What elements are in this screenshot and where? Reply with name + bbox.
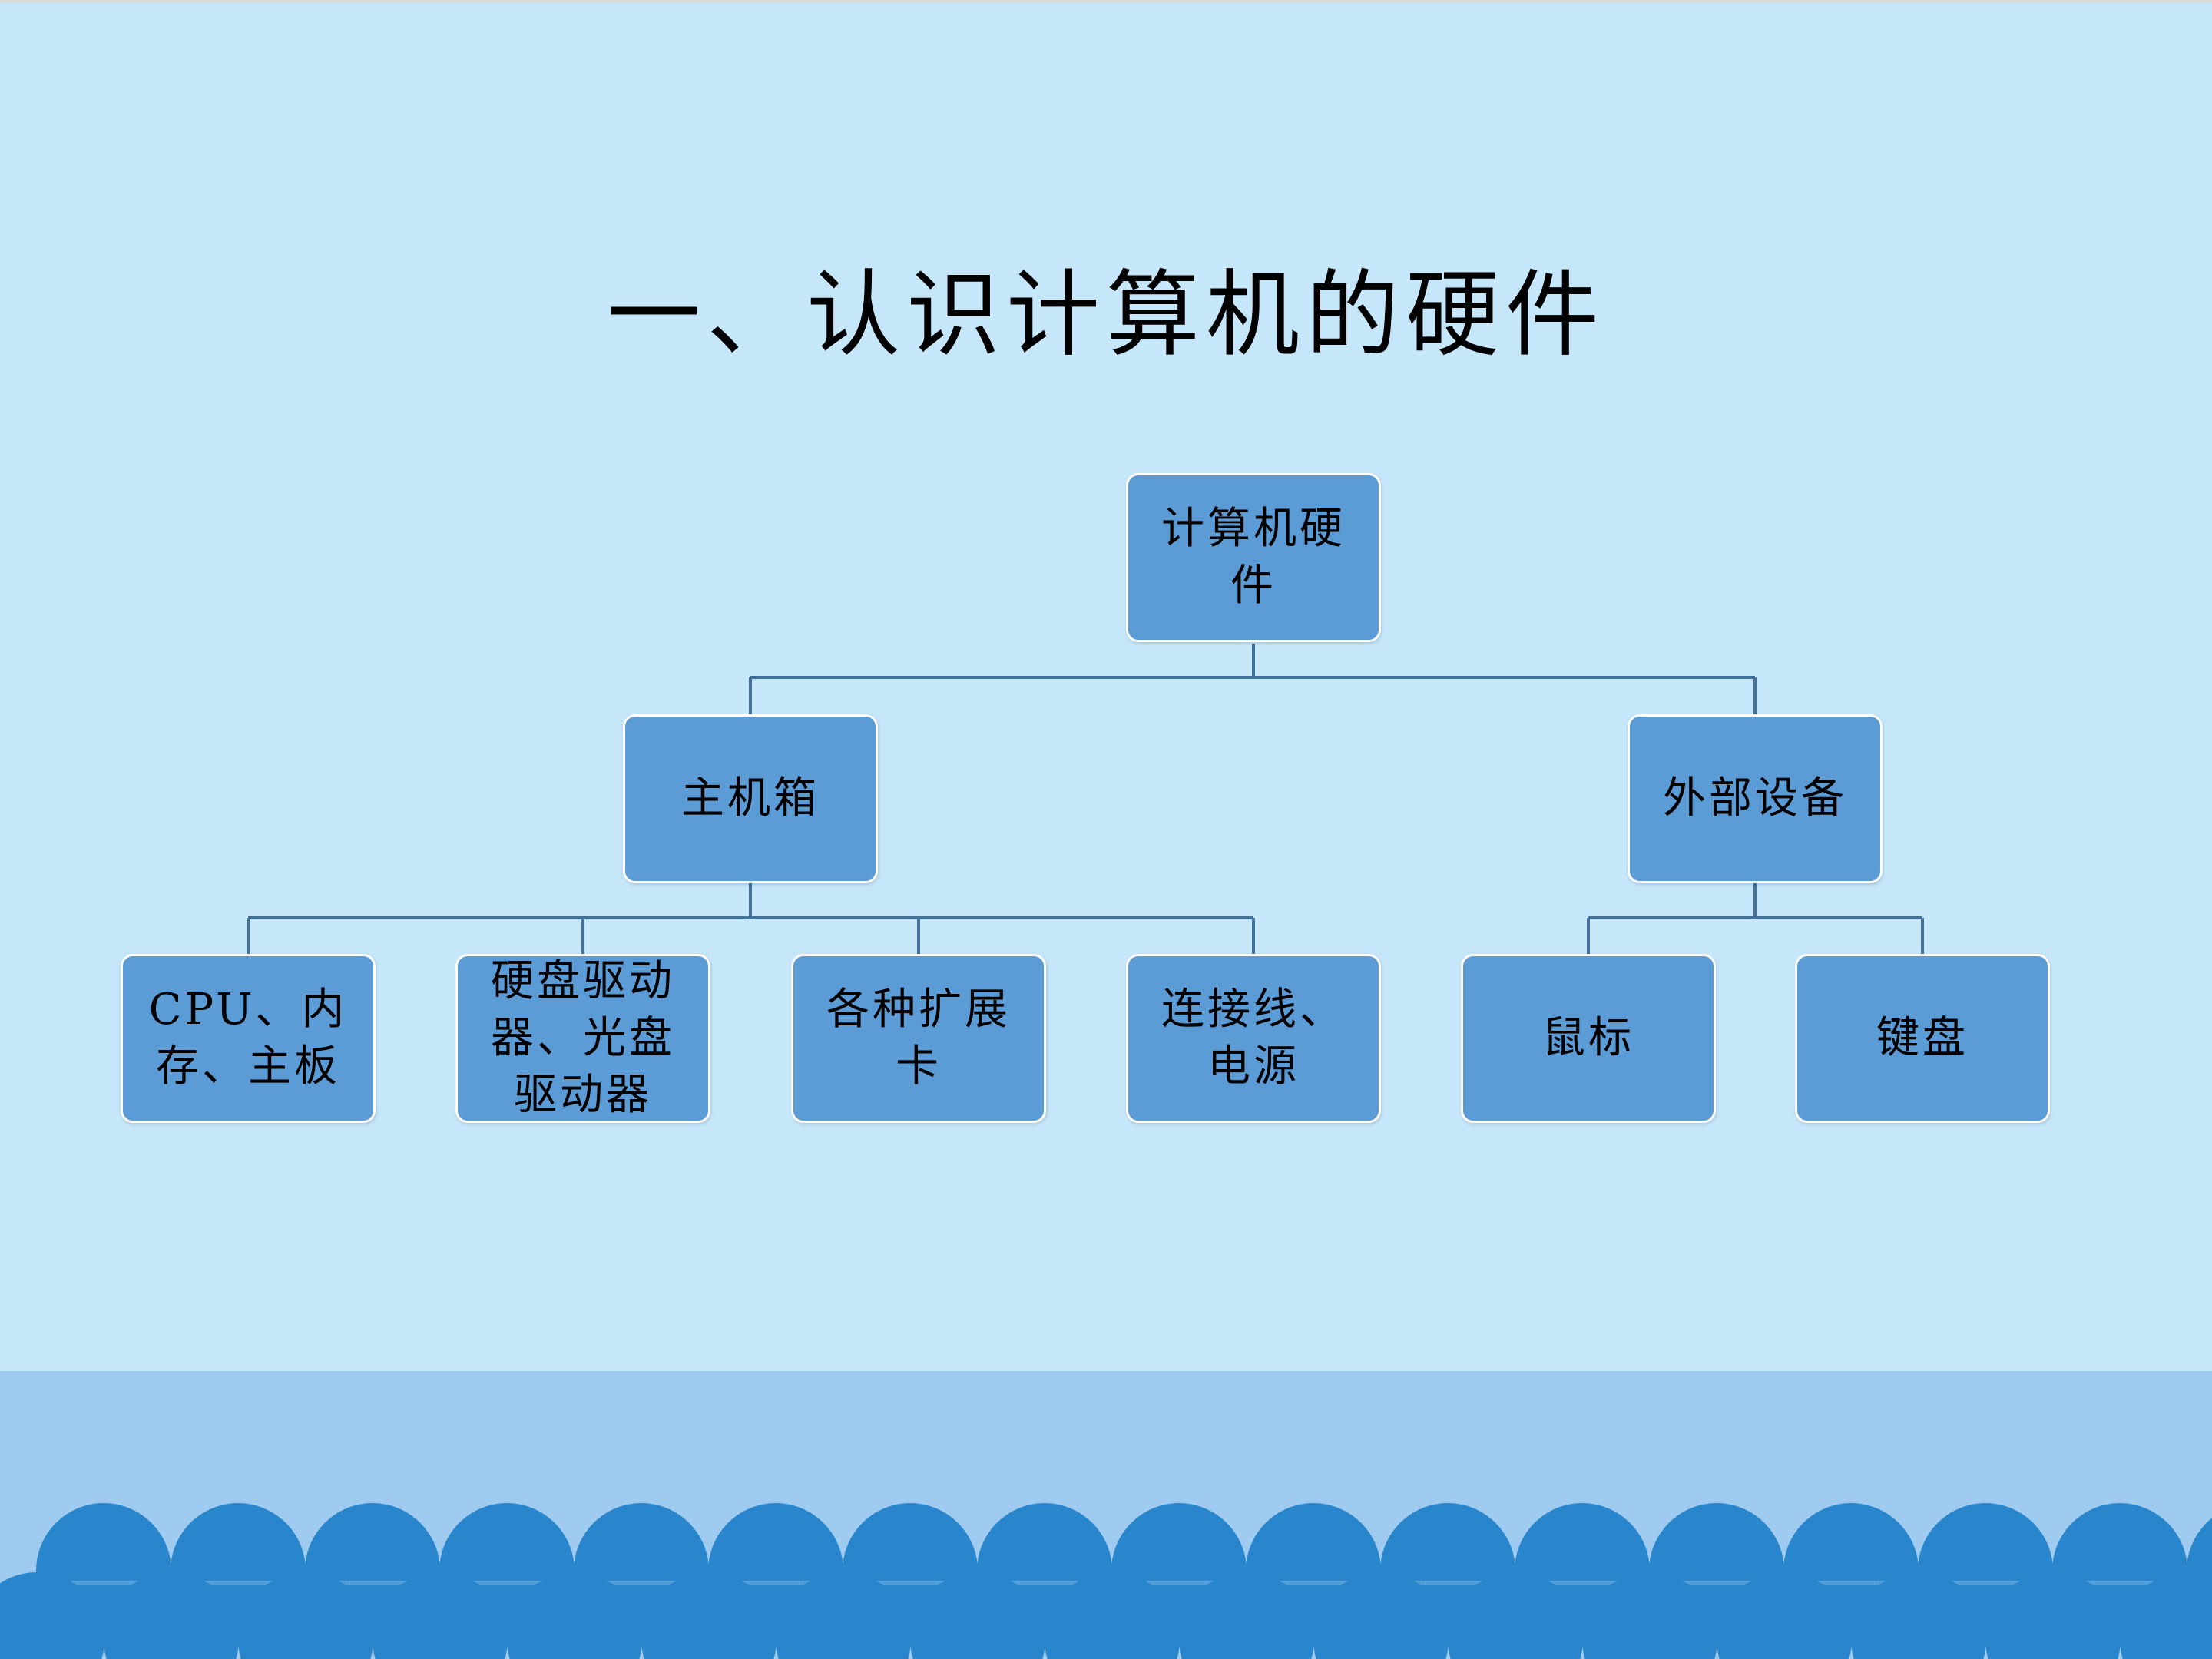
node-label: CPU、内存、主板 (148, 985, 348, 1091)
scallop-circle (910, 1572, 1045, 1659)
scallop-circle (1717, 1572, 1852, 1659)
node-label: 连接线、电源 (1161, 985, 1346, 1091)
node-label: 外部设备 (1663, 773, 1847, 823)
scallop-circle (1313, 1572, 1449, 1659)
node-keyboard: 键盘 (1795, 954, 2050, 1123)
scallop-circle (641, 1572, 777, 1659)
slide-title: 一、认识计算机的硬件 (607, 260, 1605, 369)
top-border (0, 0, 2212, 3)
scallop-circle (238, 1572, 373, 1659)
scallop-circle (1179, 1572, 1314, 1659)
node-expansion-cards: 各种扩展卡 (791, 954, 1046, 1123)
scallop-circle (1985, 1572, 2121, 1659)
node-label: 硬盘驱动器、光盘驱动器 (491, 956, 675, 1120)
node-computer-hardware: 计算机硬件 (1126, 473, 1381, 642)
scallop-circle (1045, 1572, 1180, 1659)
node-mouse: 鼠标 (1461, 954, 1716, 1123)
node-main-chassis: 主机箱 (623, 714, 878, 883)
node-label: 各种扩展卡 (826, 985, 1011, 1091)
scallop-circle (373, 1572, 508, 1659)
scallop-circle (1582, 1572, 1717, 1659)
node-label: 计算机硬件 (1161, 504, 1346, 611)
node-external-devices: 外部设备 (1628, 714, 1883, 883)
node-label: 主机箱 (681, 773, 820, 823)
scallop-circle (1448, 1572, 1583, 1659)
node-label: 鼠标 (1542, 1013, 1634, 1063)
scallop-circle (104, 1572, 239, 1659)
scallop-circle (1851, 1572, 1986, 1659)
decorative-scallop-waves (0, 1503, 2212, 1659)
node-disk-drives: 硬盘驱动器、光盘驱动器 (455, 954, 710, 1123)
node-cpu-memory-motherboard: CPU、内存、主板 (121, 954, 376, 1123)
node-cables-power: 连接线、电源 (1126, 954, 1381, 1123)
scallop-circle (0, 1572, 104, 1659)
scallop-circle (507, 1572, 642, 1659)
scallop-circle (2120, 1572, 2212, 1659)
scallop-circle (776, 1572, 911, 1659)
node-label: 键盘 (1876, 1013, 1969, 1063)
